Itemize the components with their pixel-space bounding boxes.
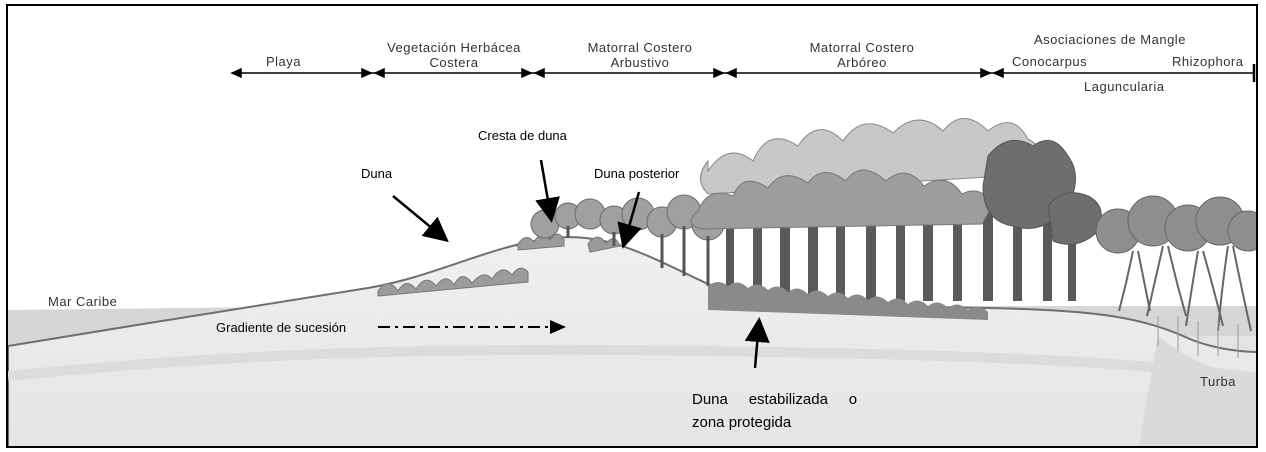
- diagram-frame: Playa Vegetación Herbácea Costera Matorr…: [6, 4, 1258, 448]
- zone-vegetacion-line1: Vegetación Herbácea: [387, 40, 521, 55]
- zone-matorral-arboreo-line2: Arbóreo: [837, 55, 887, 70]
- gradiente-label: Gradiente de sucesión: [216, 320, 347, 335]
- zone-matorral-arbustivo-line2: Arbustivo: [610, 55, 670, 70]
- coastal-profile-illustration: [8, 64, 1256, 446]
- zone-matorral-arbustivo-line1: Matorral Costero: [587, 40, 693, 55]
- zone-vegetacion-label: Vegetación Herbácea Costera: [370, 40, 538, 70]
- sub-layer-1: [8, 344, 1256, 383]
- turba-label: Turba: [1200, 374, 1236, 389]
- arrow-estabilizada: [744, 317, 770, 369]
- mar-caribe-label: Mar Caribe: [48, 294, 118, 309]
- tree-trunks: [726, 191, 1076, 301]
- zone-matorral-arboreo-label: Matorral Costero Arbóreo: [782, 40, 942, 70]
- estabilizada-label-line2: zona protegida: [692, 414, 792, 431]
- ground-cover: [708, 282, 988, 320]
- arrow-duna-posterior: [617, 191, 642, 249]
- zone-conocarpus-label: Conocarpus: [1012, 54, 1088, 69]
- zone-mangle-label: Asociaciones de Mangle: [1034, 32, 1186, 47]
- herbaceous-vegetation: [377, 233, 621, 297]
- zone-matorral-arbustivo-label: Matorral Costero Arbustivo: [560, 40, 720, 70]
- zone-arrows: [230, 64, 1256, 82]
- mangrove-vegetation: [1095, 195, 1256, 358]
- duna-posterior-label: Duna posterior: [594, 166, 680, 181]
- zone-matorral-arboreo-line1: Matorral Costero: [809, 40, 915, 55]
- zone-vegetacion-line2: Costera: [429, 55, 479, 70]
- zone-laguncularia-label: Laguncularia: [1084, 79, 1165, 94]
- estabilizada-label-line1: Duna estabilizada o: [692, 391, 858, 408]
- zone-rhizophora-label: Rhizophora: [1172, 54, 1244, 69]
- dune-profile: [8, 236, 1256, 446]
- arrow-duna: [392, 195, 449, 243]
- arrow-cresta: [535, 159, 560, 223]
- zone-playa-label: Playa: [266, 54, 302, 69]
- annotation-arrows: [392, 159, 770, 369]
- succession-gradient-arrow: [378, 320, 566, 334]
- cresta-label: Cresta de duna: [478, 128, 567, 143]
- tree-canopy-dark: [982, 139, 1102, 245]
- duna-label: Duna: [361, 166, 393, 181]
- turba-layer: [1138, 336, 1256, 446]
